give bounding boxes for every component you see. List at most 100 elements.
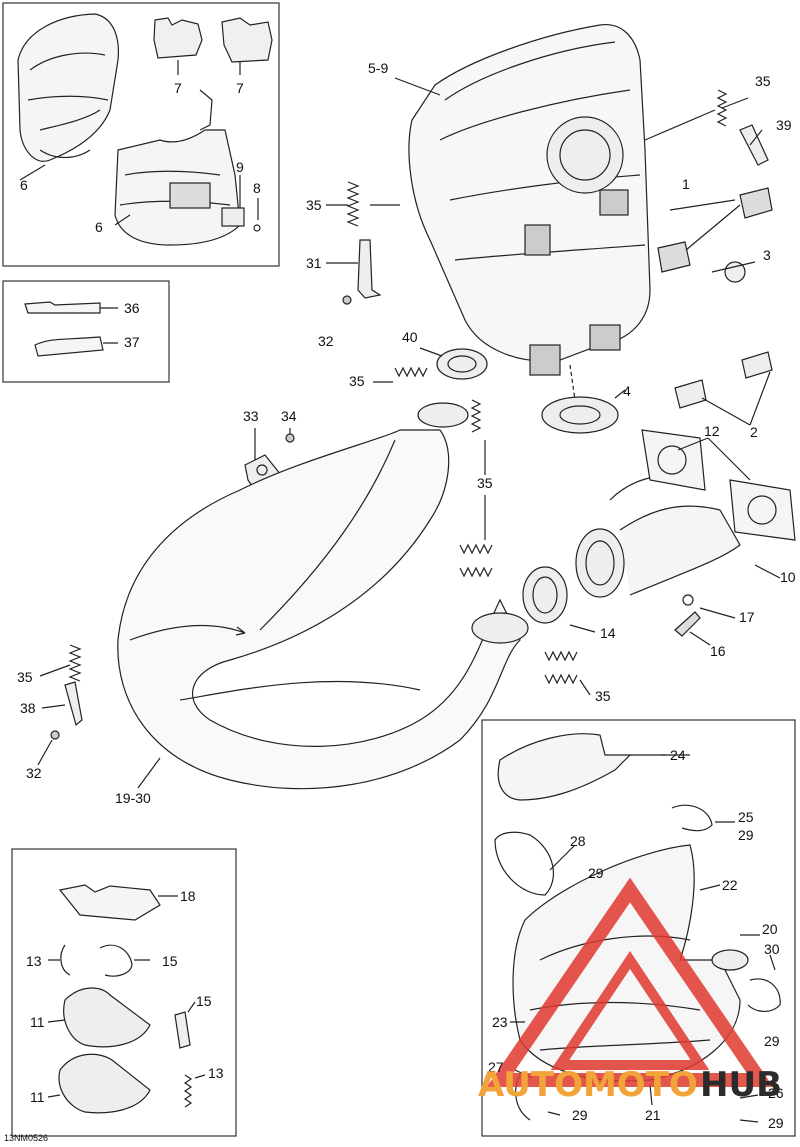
spring-35-lower-b (544, 673, 578, 685)
callout-12: 12 (704, 423, 720, 439)
callout-18: 18 (180, 888, 196, 904)
callout-11-a: 11 (30, 1014, 45, 1030)
gasket-plate-a (153, 17, 203, 59)
inset-box-top-left (2, 2, 280, 267)
heat-shield-24 (497, 733, 632, 801)
watermark-text-hub: HUB (700, 1065, 782, 1105)
bracket-39 (739, 124, 769, 166)
washer-17 (682, 594, 694, 606)
spring-35-lower-a (544, 650, 578, 662)
inset-box-labels (2, 280, 170, 383)
spring-13-lower (183, 1074, 193, 1108)
clip-part-9 (221, 207, 245, 227)
gasket-plate-b (221, 17, 273, 63)
callout-26: 26 (768, 1085, 784, 1101)
callout-40: 40 (402, 329, 418, 345)
nut-34 (285, 433, 295, 443)
grommet-3 (724, 261, 746, 283)
callout-3: 3 (763, 247, 771, 263)
callout-5-9: 5-9 (368, 60, 388, 76)
sealing-ring-14 (522, 566, 568, 624)
callout-33: 33 (243, 408, 259, 424)
nut-32-top (342, 295, 352, 305)
callout-7-b: 7 (236, 80, 244, 96)
watermark-triangle-outer (486, 877, 774, 1087)
callout-35-f: 35 (17, 669, 33, 685)
callout-29-a: 29 (738, 827, 754, 843)
callout-9: 9 (236, 159, 244, 175)
callout-35-b: 35 (306, 197, 322, 213)
bracket-38 (64, 681, 83, 727)
spring-35-far-left (68, 644, 82, 682)
clamp-28 (494, 831, 554, 896)
callout-35-e: 35 (595, 688, 611, 704)
callout-35-a: 35 (755, 73, 771, 89)
callout-37: 37 (124, 334, 140, 350)
callout-13-b: 13 (208, 1065, 224, 1081)
rubber-block-1a (739, 187, 773, 219)
shield-11-upper (63, 987, 151, 1048)
bracket-31 (357, 239, 382, 299)
callout-23: 23 (492, 1014, 508, 1030)
callout-13-a: 13 (26, 953, 42, 969)
decal-36-shape (24, 301, 101, 314)
callout-36: 36 (124, 300, 140, 316)
inset-box-bottom-left (11, 848, 237, 1137)
callout-35-d: 35 (477, 475, 493, 491)
direction-arrow (129, 624, 246, 641)
callout-28: 28 (570, 833, 586, 849)
rubber-block-1b (657, 241, 691, 273)
rubber-block-2a (741, 351, 773, 379)
callout-38: 38 (20, 700, 36, 716)
watermark-triangle-inner (550, 950, 710, 1070)
callout-14: 14 (600, 625, 616, 641)
clamp-25 (671, 804, 713, 832)
spring-35-mid (470, 399, 482, 433)
callout-24: 24 (670, 747, 686, 763)
shield-11-lower (58, 1053, 151, 1114)
callout-8: 8 (253, 180, 261, 196)
exhaust-manifold (575, 475, 741, 598)
callout-27: 27 (488, 1059, 504, 1075)
callout-6-a: 6 (20, 177, 28, 193)
decal-37-shape (34, 336, 104, 357)
clip-15-lower (174, 1011, 191, 1049)
callout-31: 31 (306, 255, 322, 271)
callout-15-a: 15 (162, 953, 178, 969)
bolt-part-8 (253, 224, 261, 232)
heat-shield-18 (58, 884, 161, 921)
callout-29-e: 29 (768, 1115, 784, 1131)
nut-32-bottom (50, 730, 60, 740)
tuned-pipe (117, 402, 529, 790)
callout-7-a: 7 (174, 80, 182, 96)
callout-29-b: 29 (588, 865, 604, 881)
callout-19-30: 19-30 (115, 790, 151, 806)
spring-35-left-upper (346, 181, 360, 227)
callout-11-b: 11 (30, 1089, 45, 1105)
callout-32-b: 32 (26, 765, 42, 781)
callout-32-a: 32 (318, 333, 334, 349)
watermark-text-automoto: AUTOMOTO (478, 1065, 698, 1105)
callout-1: 1 (682, 176, 690, 192)
muffler-assembly (408, 23, 651, 376)
clamp-13-top (60, 944, 71, 976)
spring-35-center-b (459, 566, 493, 578)
callout-34: 34 (281, 408, 297, 424)
callout-30: 30 (764, 941, 780, 957)
callout-2: 2 (750, 424, 758, 440)
clamp-30 (747, 978, 781, 1012)
callout-16: 16 (710, 643, 726, 659)
inset-box-bottom-right (481, 719, 796, 1137)
heat-shield-lower-part (114, 89, 241, 246)
callout-20: 20 (762, 921, 778, 937)
callout-25: 25 (738, 809, 754, 825)
callout-4: 4 (623, 383, 631, 399)
gasket-12-b (729, 479, 796, 541)
spring-35-mid-left (394, 366, 428, 378)
sealing-ring-40 (436, 348, 488, 380)
callout-15-b: 15 (196, 993, 212, 1009)
callout-39: 39 (776, 117, 792, 133)
gasket-12-a (641, 429, 706, 491)
callout-6-b: 6 (95, 219, 103, 235)
